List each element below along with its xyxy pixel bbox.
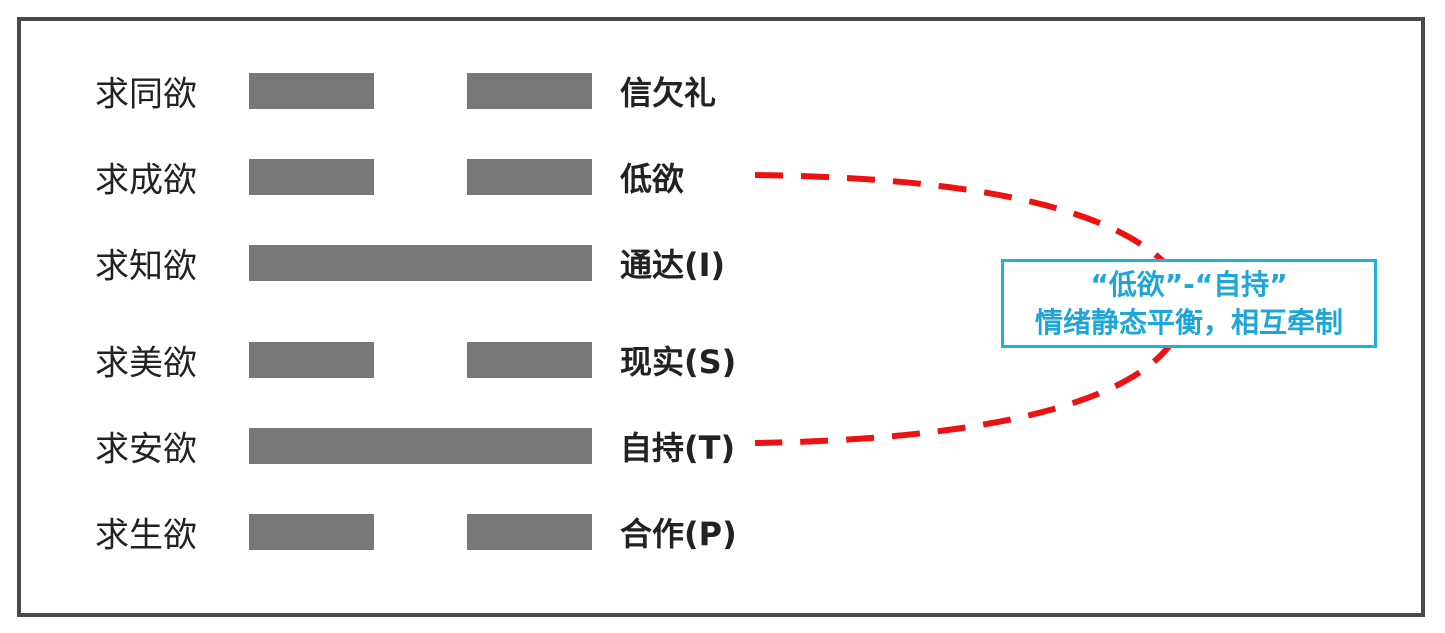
right-label-6: 合作(P) bbox=[620, 515, 737, 553]
callout-line-1: “低欲”-“自持” bbox=[1090, 267, 1288, 301]
right-label-2: 低欲 bbox=[620, 160, 685, 198]
left-label-4: 求美欲 bbox=[95, 343, 197, 384]
left-label-6: 求生欲 bbox=[95, 515, 197, 556]
broken-line-left-6 bbox=[249, 514, 374, 550]
row-3: 求知欲 通达(I) bbox=[0, 243, 1445, 287]
broken-line-right-4 bbox=[467, 342, 592, 378]
left-label-5: 求安欲 bbox=[95, 429, 197, 470]
broken-line-right-2 bbox=[467, 159, 592, 195]
broken-line-left-1 bbox=[249, 73, 374, 109]
callout-line-2: 情绪静态平衡，相互牵制 bbox=[1034, 305, 1343, 339]
row-1: 求同欲 信欠礼 bbox=[0, 71, 1445, 115]
row-2: 求成欲 低欲 bbox=[0, 157, 1445, 201]
broken-line-left-2 bbox=[249, 159, 374, 195]
broken-line-left-4 bbox=[249, 342, 374, 378]
left-label-1: 求同欲 bbox=[95, 74, 197, 115]
right-label-3: 通达(I) bbox=[620, 246, 726, 284]
row-4: 求美欲 现实(S) bbox=[0, 340, 1445, 384]
solid-line-5 bbox=[249, 428, 592, 464]
solid-line-3 bbox=[249, 245, 592, 281]
right-label-5: 自持(T) bbox=[620, 429, 736, 467]
left-label-2: 求成欲 bbox=[95, 160, 197, 201]
right-label-4: 现实(S) bbox=[620, 343, 737, 381]
row-5: 求安欲 自持(T) bbox=[0, 426, 1445, 470]
callout-box: “低欲”-“自持” 情绪静态平衡，相互牵制 bbox=[1001, 259, 1377, 348]
left-label-3: 求知欲 bbox=[95, 246, 197, 287]
row-6: 求生欲 合作(P) bbox=[0, 512, 1445, 556]
broken-line-right-6 bbox=[467, 514, 592, 550]
broken-line-right-1 bbox=[467, 73, 592, 109]
right-label-1: 信欠礼 bbox=[620, 74, 717, 112]
